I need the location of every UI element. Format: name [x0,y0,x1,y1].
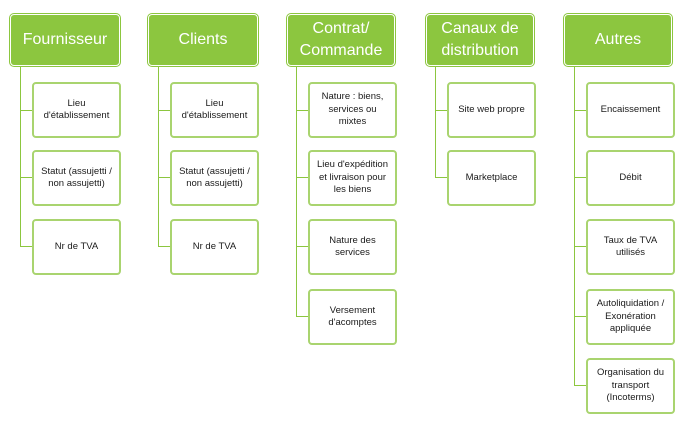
connector-branch [158,246,170,247]
connector-branch [435,177,447,178]
connector-branch [20,110,32,111]
connector-branch [574,385,586,386]
connector-branch [435,110,447,111]
node-nr-tva: Nr de TVA [32,219,121,275]
connector-branch [296,316,308,317]
node-statut-assujetti: Statut (assujetti / non assujetti) [32,150,121,206]
connector-branch [158,177,170,178]
node-nature-biens-services: Nature : biens, services ou mixtes [308,82,397,138]
connector-branch [20,246,32,247]
column-header-contrat-commande: Contrat/ Commande [287,14,395,66]
node-encaissement: Encaissement [586,82,675,138]
node-marketplace: Marketplace [447,150,536,206]
node-site-web-propre: Site web propre [447,82,536,138]
connector-branch [296,177,308,178]
node-statut-assujetti: Statut (assujetti / non assujetti) [170,150,259,206]
connector-branch [574,110,586,111]
column-header-autres: Autres [564,14,672,66]
connector-trunk [435,66,436,178]
connector-branch [20,177,32,178]
connector-branch [296,110,308,111]
column-header-fournisseur: Fournisseur [10,14,120,66]
node-lieu-etablissement: Lieu d'établissement [32,82,121,138]
node-versement-acomptes: Versement d'acomptes [308,289,397,345]
connector-trunk [158,66,159,246]
node-organisation-transport: Organisation du transport (Incoterms) [586,358,675,414]
connector-trunk [574,66,575,386]
connector-branch [574,246,586,247]
column-header-canaux-distribution: Canaux de distribution [426,14,534,66]
node-autoliquidation: Autoliquidation / Exonération appliquée [586,289,675,345]
connector-branch [296,246,308,247]
node-debit: Débit [586,150,675,206]
column-header-clients: Clients [148,14,258,66]
connector-trunk [20,66,21,246]
node-lieu-etablissement: Lieu d'établissement [170,82,259,138]
connector-branch [158,110,170,111]
connector-trunk [296,66,297,317]
connector-branch [574,177,586,178]
node-lieu-expedition: Lieu d'expédition et livraison pour les … [308,150,397,206]
node-nature-services: Nature des services [308,219,397,275]
node-nr-tva: Nr de TVA [170,219,259,275]
connector-branch [574,316,586,317]
node-taux-tva: Taux de TVA utilisés [586,219,675,275]
